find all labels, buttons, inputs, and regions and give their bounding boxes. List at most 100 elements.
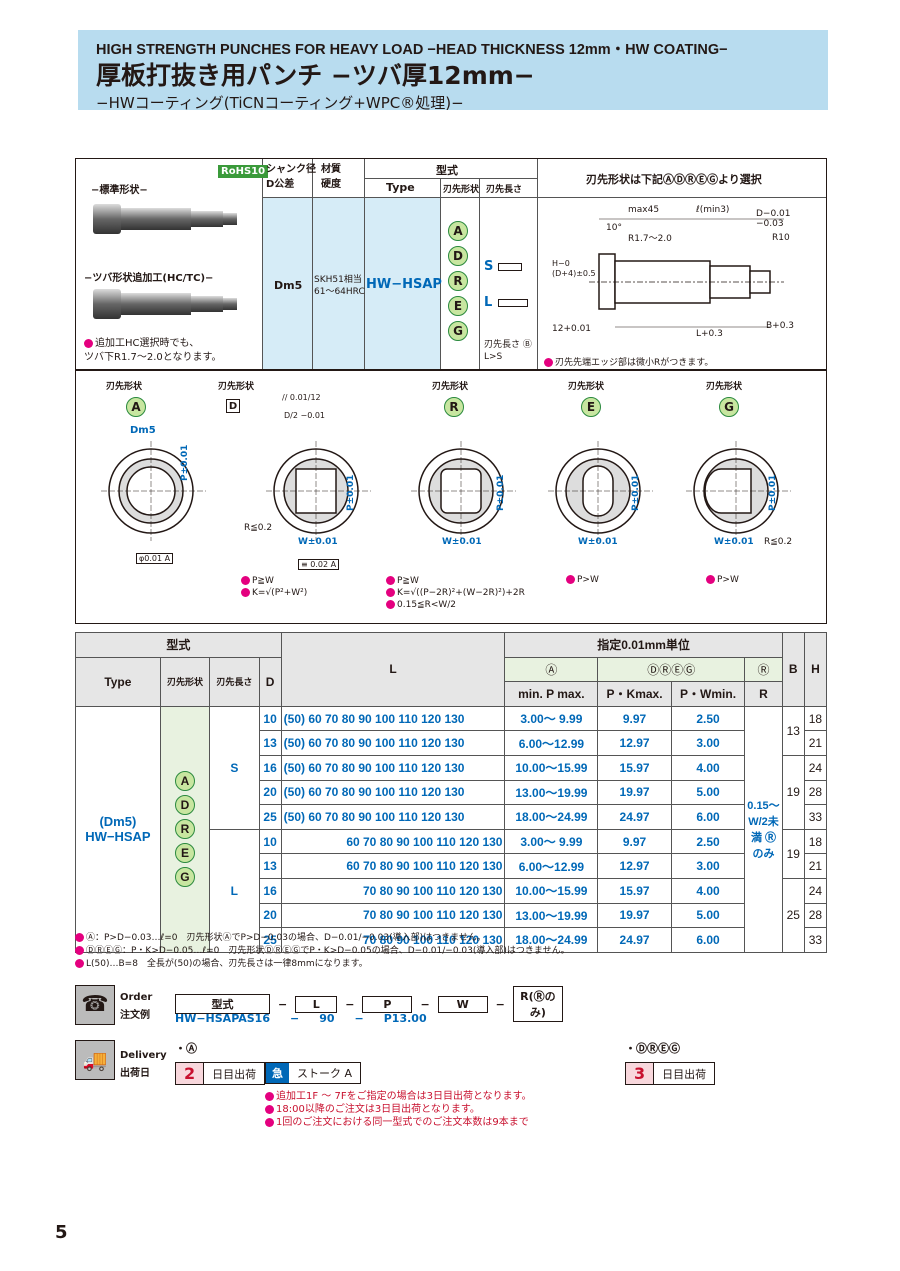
spec-box: RoHS10 −標準形状− −ツバ形状追加工(HC/TC)− 追加工HC選択時で… <box>75 158 827 370</box>
shape-e-badge: E <box>581 397 601 417</box>
tbl-shape-e-icon: E <box>174 843 195 864</box>
delivery-note-1: 18:00以降のご注文は3日目出荷となります。 <box>265 1103 532 1116</box>
order-field-w: W <box>437 995 488 1013</box>
len-note: 刃先長さ Ⓑ L>S <box>484 340 532 362</box>
row-s3-d: 20 <box>258 779 282 806</box>
order-field-type: 型式 <box>175 994 270 1014</box>
table-col-dreg: ⒹⓇⒺⒼ <box>597 656 746 683</box>
label-w-e: W±0.01 <box>578 537 618 547</box>
row-s2-h: 24 <box>803 754 828 781</box>
dim-b-tol: B+0.3 <box>766 321 795 331</box>
row-b0: 13 <box>781 705 805 756</box>
dim-d-tol: D−0.01 −0.03 <box>756 209 791 229</box>
table-notes: Ⓐ：P>D−0.03…ℓ=0 刃先形状ⒶでP>D−0.03の場合、D−0.01/… <box>75 932 570 971</box>
shape-r-label: 刃先形状 <box>432 382 469 392</box>
row-s0-p: 3.00〜 9.99 <box>504 705 599 732</box>
shape-e-icon: E <box>448 296 468 316</box>
table-shape-cell: A D R E G <box>159 705 211 953</box>
note-edge: 刃先先端エッジ部は微小Rがつきます。 <box>544 355 713 368</box>
dim-t12: 12+0.01 <box>552 324 592 334</box>
table-pw: P・Wmin. <box>670 681 746 707</box>
note-d-0-text: P≧W <box>252 576 274 586</box>
label-w-d: W±0.01 <box>298 537 338 547</box>
shape-d-icon: D <box>448 246 468 266</box>
order-field-p: P <box>362 995 413 1013</box>
delivery-note-2: 1回のご注文における同一型式でのご注文本数は9本まで <box>265 1116 532 1129</box>
note-e-0-text: P>W <box>577 575 599 585</box>
dim-h: H−0 (D+4)±0.5 <box>552 259 596 278</box>
delivery-label-jp: 出荷日 <box>120 1068 150 1079</box>
delivery-dreg-text: 日目出荷 <box>662 1067 707 1081</box>
row-s1-p: 6.00〜12.99 <box>504 730 599 756</box>
table-note-0: Ⓐ：P>D−0.03…ℓ=0 刃先形状ⒶでP>D−0.03の場合、D−0.01/… <box>75 932 570 945</box>
row-s2-l: (50) 60 70 80 90 100 110 120 130 <box>280 754 506 781</box>
table-col-a: Ⓐ <box>504 656 599 683</box>
tbl-shape-g-icon: G <box>174 867 195 888</box>
shape-a-icon: A <box>448 221 468 241</box>
row-l4-l: 70 80 90 100 110 120 130 <box>280 927 506 953</box>
row-s0-w: 2.50 <box>670 705 746 732</box>
shape-g-icon: G <box>448 321 468 341</box>
table-len-head: 刃先長さ <box>209 656 260 707</box>
delivery-note-0: 追加工1F 〜 7Fをご指定の場合は3日目出荷となります。 <box>265 1090 532 1103</box>
dim-lmin: ℓ(min3) <box>696 205 730 215</box>
label-par: // 0.01/12 <box>282 393 321 402</box>
label-p-r: P±0.01 <box>496 474 506 511</box>
row-s0-l: (50) 60 70 80 90 100 110 120 130 <box>280 705 506 732</box>
row-s4-d: 25 <box>258 804 282 830</box>
table-row: 16 (50) 60 70 80 90 100 110 120 130 10.0… <box>76 754 828 830</box>
table-row: 13 (50) 60 70 80 90 100 110 120 130 6.00… <box>76 730 828 756</box>
shape-e-drawing <box>548 441 653 541</box>
notes-d: P≧W K=√(P²+W²) <box>241 575 307 599</box>
shape-a-badge: A <box>126 397 146 417</box>
row-s3-h: 28 <box>803 779 828 806</box>
row-l1-d: 13 <box>258 853 282 879</box>
row-l2-w: 4.00 <box>670 877 746 904</box>
dim-max45: max45 <box>628 205 660 215</box>
note-r-1-text: K=√((P−2R)²+(W−2R)²)+2R <box>397 588 525 598</box>
row-l0-d: 10 <box>258 828 282 855</box>
label-p-d: P±0.01 <box>346 474 356 511</box>
table-note-1: ⒹⓇⒺⒼ：P・K>D−0.05…ℓ=0 刃先形状ⒹⓇⒺⒼでP・K>D−0.05の… <box>75 945 570 958</box>
note-hc-text: 追加工HC選択時でも、 ツバ下R1.7〜2.0となります。 <box>84 338 222 363</box>
row-b2: 19 <box>781 828 805 879</box>
table-type-head: Type <box>75 656 161 707</box>
note-r-1: K=√((P−2R)²+(W−2R)²)+2R <box>386 587 525 599</box>
table-unit-head: 指定0.01mm単位 <box>504 632 783 658</box>
row-s4-w: 6.00 <box>670 804 746 830</box>
label-p-e: P±0.01 <box>631 474 641 511</box>
tbl-shape-d-icon: D <box>174 795 195 816</box>
delivery-a-label: ・Ⓐ <box>175 1042 197 1055</box>
note-r-0: P≧W <box>386 575 525 587</box>
row-s1-l: (50) 60 70 80 90 100 110 120 130 <box>280 730 506 756</box>
shape-e-label: 刃先形状 <box>568 382 605 392</box>
delivery-note-0-text: 追加工1F 〜 7Fをご指定の場合は3日目出荷となります。 <box>276 1091 532 1102</box>
table-note-2: L(50)…B=8 全長が(50)の場合、刃先長さは一律8mmになります。 <box>75 958 570 971</box>
row-l4-k: 24.97 <box>597 927 672 953</box>
shape-r-drawing <box>411 441 516 541</box>
delivery-a-days: 2 <box>176 1063 205 1084</box>
table-col-r: Ⓡ <box>744 656 783 683</box>
row-l0-l: 60 70 80 90 100 110 120 130 <box>280 828 506 855</box>
row-l3-k: 19.97 <box>597 902 672 929</box>
dim-l-tol: L+0.3 <box>696 329 723 339</box>
shape-d-badge: D <box>226 399 240 413</box>
row-s0-d: 10 <box>258 705 282 732</box>
dim-r17: R1.7〜2.0 <box>628 234 672 244</box>
row-s4-h: 33 <box>803 804 828 830</box>
label-r02-d: R≦0.2 <box>244 523 273 533</box>
row-l4-d: 25 <box>258 927 282 953</box>
table-note-1-text: ⒹⓇⒺⒼ：P・K>D−0.05…ℓ=0 刃先形状ⒹⓇⒺⒼでP・K>D−0.05の… <box>86 946 570 956</box>
len-s: S <box>484 259 494 274</box>
notes-e: P>W <box>566 575 599 585</box>
label-conc: φ0.01 A <box>136 553 174 564</box>
delivery-a-box: 2 日目出荷 <box>175 1062 266 1085</box>
shank-tol-head: シャンク径 D公差 <box>266 164 316 190</box>
row-l3-h: 28 <box>803 902 828 929</box>
notes-g: P>W <box>706 575 739 585</box>
note-r-2-text: 0.15≦R<W/2 <box>397 600 457 610</box>
order-example-type: HW−HSAPAS16 <box>175 1012 270 1025</box>
row-l4-w: 6.00 <box>670 927 746 953</box>
label-r02-g: R≦0.2 <box>764 537 793 547</box>
row-s1-d: 13 <box>258 730 282 756</box>
